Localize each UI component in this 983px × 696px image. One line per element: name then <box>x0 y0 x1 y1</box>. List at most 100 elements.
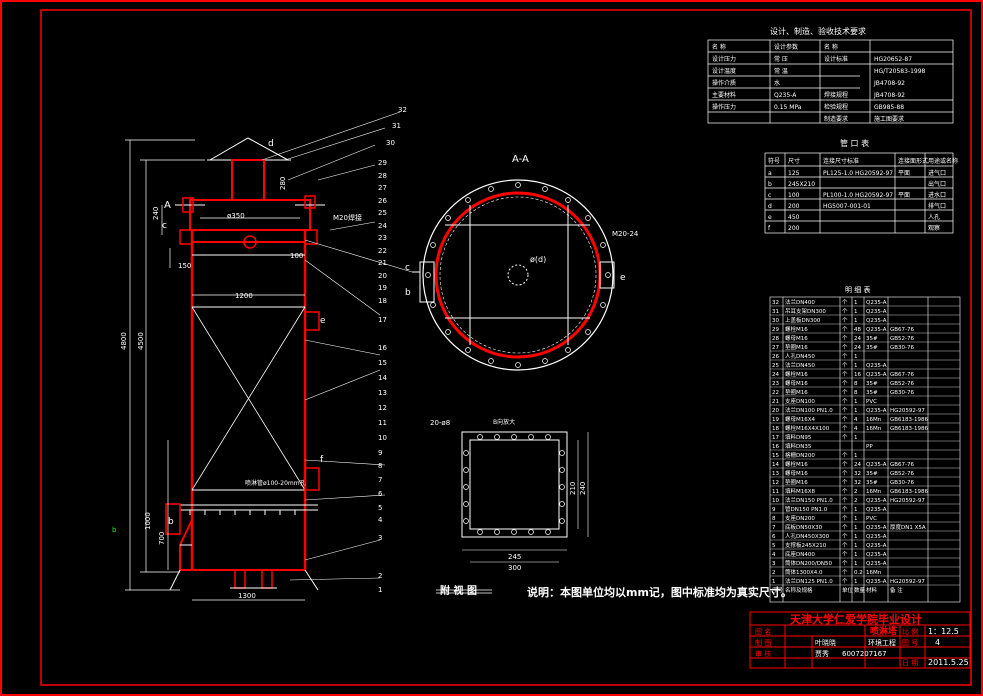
parts-cell: 个 <box>842 542 848 549</box>
section-letter-c: c <box>405 263 410 273</box>
parts-cell: 个 <box>842 335 848 342</box>
parts-cell: 个 <box>842 308 848 315</box>
parts-cell: 16 <box>772 444 779 450</box>
nozzle-cell: f <box>768 225 771 232</box>
shell-circle <box>434 191 602 359</box>
detail-title: B向放大 <box>493 418 515 426</box>
leader-number: 1 <box>378 586 382 594</box>
parts-cell: 筒体DN200/DN50 <box>785 559 833 567</box>
nozzle-cell: 进水口 <box>928 191 946 199</box>
parts-cell: 17 <box>772 435 779 441</box>
parts-cell: 个 <box>842 371 848 378</box>
parts-cell: Q235-A <box>866 525 887 531</box>
nozzle-cell: 进气口 <box>928 169 946 177</box>
leader-number: 2 <box>378 572 382 580</box>
nozzle-cell: 125 <box>788 170 800 177</box>
parts-footer: 数量 <box>854 586 866 594</box>
nozzle-letter-e: e <box>320 316 326 326</box>
tb-label-draw: 制 图 <box>755 638 771 647</box>
design-cell: 施工图要求 <box>874 115 904 123</box>
parts-cell: 个 <box>842 470 848 477</box>
design-cell: 水 <box>774 79 780 87</box>
tb-label-sheet: 图 号 <box>902 639 918 647</box>
parts-cell: 个 <box>842 326 848 333</box>
parts-cell: 人孔DN450 <box>785 352 815 360</box>
parts-cell: 垫圈M16 <box>785 343 808 351</box>
nozzle-letter-c: c <box>162 221 167 231</box>
date-value: 2011.5.25 <box>928 658 969 667</box>
design-cell: 检验规程 <box>824 103 848 111</box>
parts-cell: 11 <box>772 489 779 495</box>
parts-cell: 9 <box>772 507 776 513</box>
parts-cell: 35# <box>866 381 878 387</box>
parts-cell: 吊耳支架DN300 <box>785 307 826 315</box>
parts-cell: 4 <box>854 417 858 423</box>
spray-nozzle <box>243 235 257 249</box>
view-label-a: A <box>164 200 171 211</box>
parts-cell: 个 <box>842 560 848 567</box>
parts-cell: 35# <box>866 390 878 396</box>
parts-cell: 16 <box>854 372 861 378</box>
parts-cell: 个 <box>842 497 848 504</box>
parts-cell: 1 <box>854 309 858 315</box>
parts-cell: 8 <box>854 381 858 387</box>
design-cell: JB4708-92 <box>873 92 905 99</box>
parts-cell: HG20592-97 <box>890 498 925 504</box>
parts-cell: 2 <box>854 489 858 495</box>
nozzle-cell: 观察 <box>928 224 940 232</box>
parts-cell: 8 <box>772 516 776 522</box>
parts-cell: 个 <box>842 344 848 351</box>
parts-cell: 厚度DN1 X5A <box>890 523 926 531</box>
parts-cell: 1 <box>854 399 858 405</box>
nozzle-cell: b <box>768 181 772 188</box>
nozzle-table-grid <box>764 152 954 234</box>
nozzle-cell: 200 <box>788 225 800 232</box>
parts-footer: 单位 <box>842 586 854 594</box>
parts-cell: 螺栓M16 <box>785 370 808 378</box>
parts-cell: 个 <box>842 425 848 432</box>
drawing-name: 喷淋塔 <box>870 625 898 637</box>
parts-cell: 填料M16X8 <box>785 487 816 495</box>
parts-cell: 个 <box>842 578 848 585</box>
parts-cell: 16Mn <box>866 426 882 432</box>
parts-cell: 22 <box>772 390 779 396</box>
leader-number: 26 <box>378 197 387 205</box>
parts-cell: 1 <box>854 561 858 567</box>
dim-b-accent: b <box>112 526 117 534</box>
parts-cell: 24 <box>854 336 861 342</box>
parts-footer: 备 注 <box>890 586 903 594</box>
parts-cell: 个 <box>842 416 848 423</box>
nozzle-cell: e <box>768 214 772 221</box>
parts-cell: Q235-A <box>866 579 887 585</box>
leader-number: 25 <box>378 209 387 217</box>
parts-cell: 27 <box>772 345 779 351</box>
parts-cell: GB67-76 <box>890 327 915 333</box>
nozzle-cell: d <box>768 203 772 210</box>
leader-number: 10 <box>378 434 387 442</box>
parts-footer: 名称及规格 <box>785 586 813 594</box>
parts-cell: 螺栓M16X4X100 <box>785 424 830 432</box>
parts-cell: 填料DN35 <box>785 442 812 450</box>
vessel-elevation <box>165 137 325 591</box>
parts-cell: Q235-A <box>866 408 887 414</box>
parts-cell: Q235-A <box>866 543 887 549</box>
dim-flange: ø350 <box>227 212 245 220</box>
dim-100: 100 <box>290 252 303 260</box>
nozzle-cell: 排气口 <box>928 202 946 210</box>
leader-number: 23 <box>378 234 387 242</box>
parts-cell: 1 <box>854 507 858 513</box>
parts-cell: 支座DN200 <box>785 514 815 522</box>
dim-total-height: 4800 <box>120 332 128 350</box>
dim-body-height: 4500 <box>137 332 145 350</box>
parts-row-lines <box>770 305 960 586</box>
parts-footer: 材料 <box>866 586 878 594</box>
parts-cell: 1 <box>854 516 858 522</box>
parts-cell: 18 <box>772 426 779 432</box>
nozzle-cell: 450 <box>788 214 800 221</box>
leader-number: 7 <box>378 476 382 484</box>
design-cell: 设计温度 <box>712 67 736 75</box>
parts-cell: GB6183-1986 <box>890 426 929 432</box>
parts-cell: 个 <box>842 434 848 441</box>
dim-150: 150 <box>178 262 191 270</box>
